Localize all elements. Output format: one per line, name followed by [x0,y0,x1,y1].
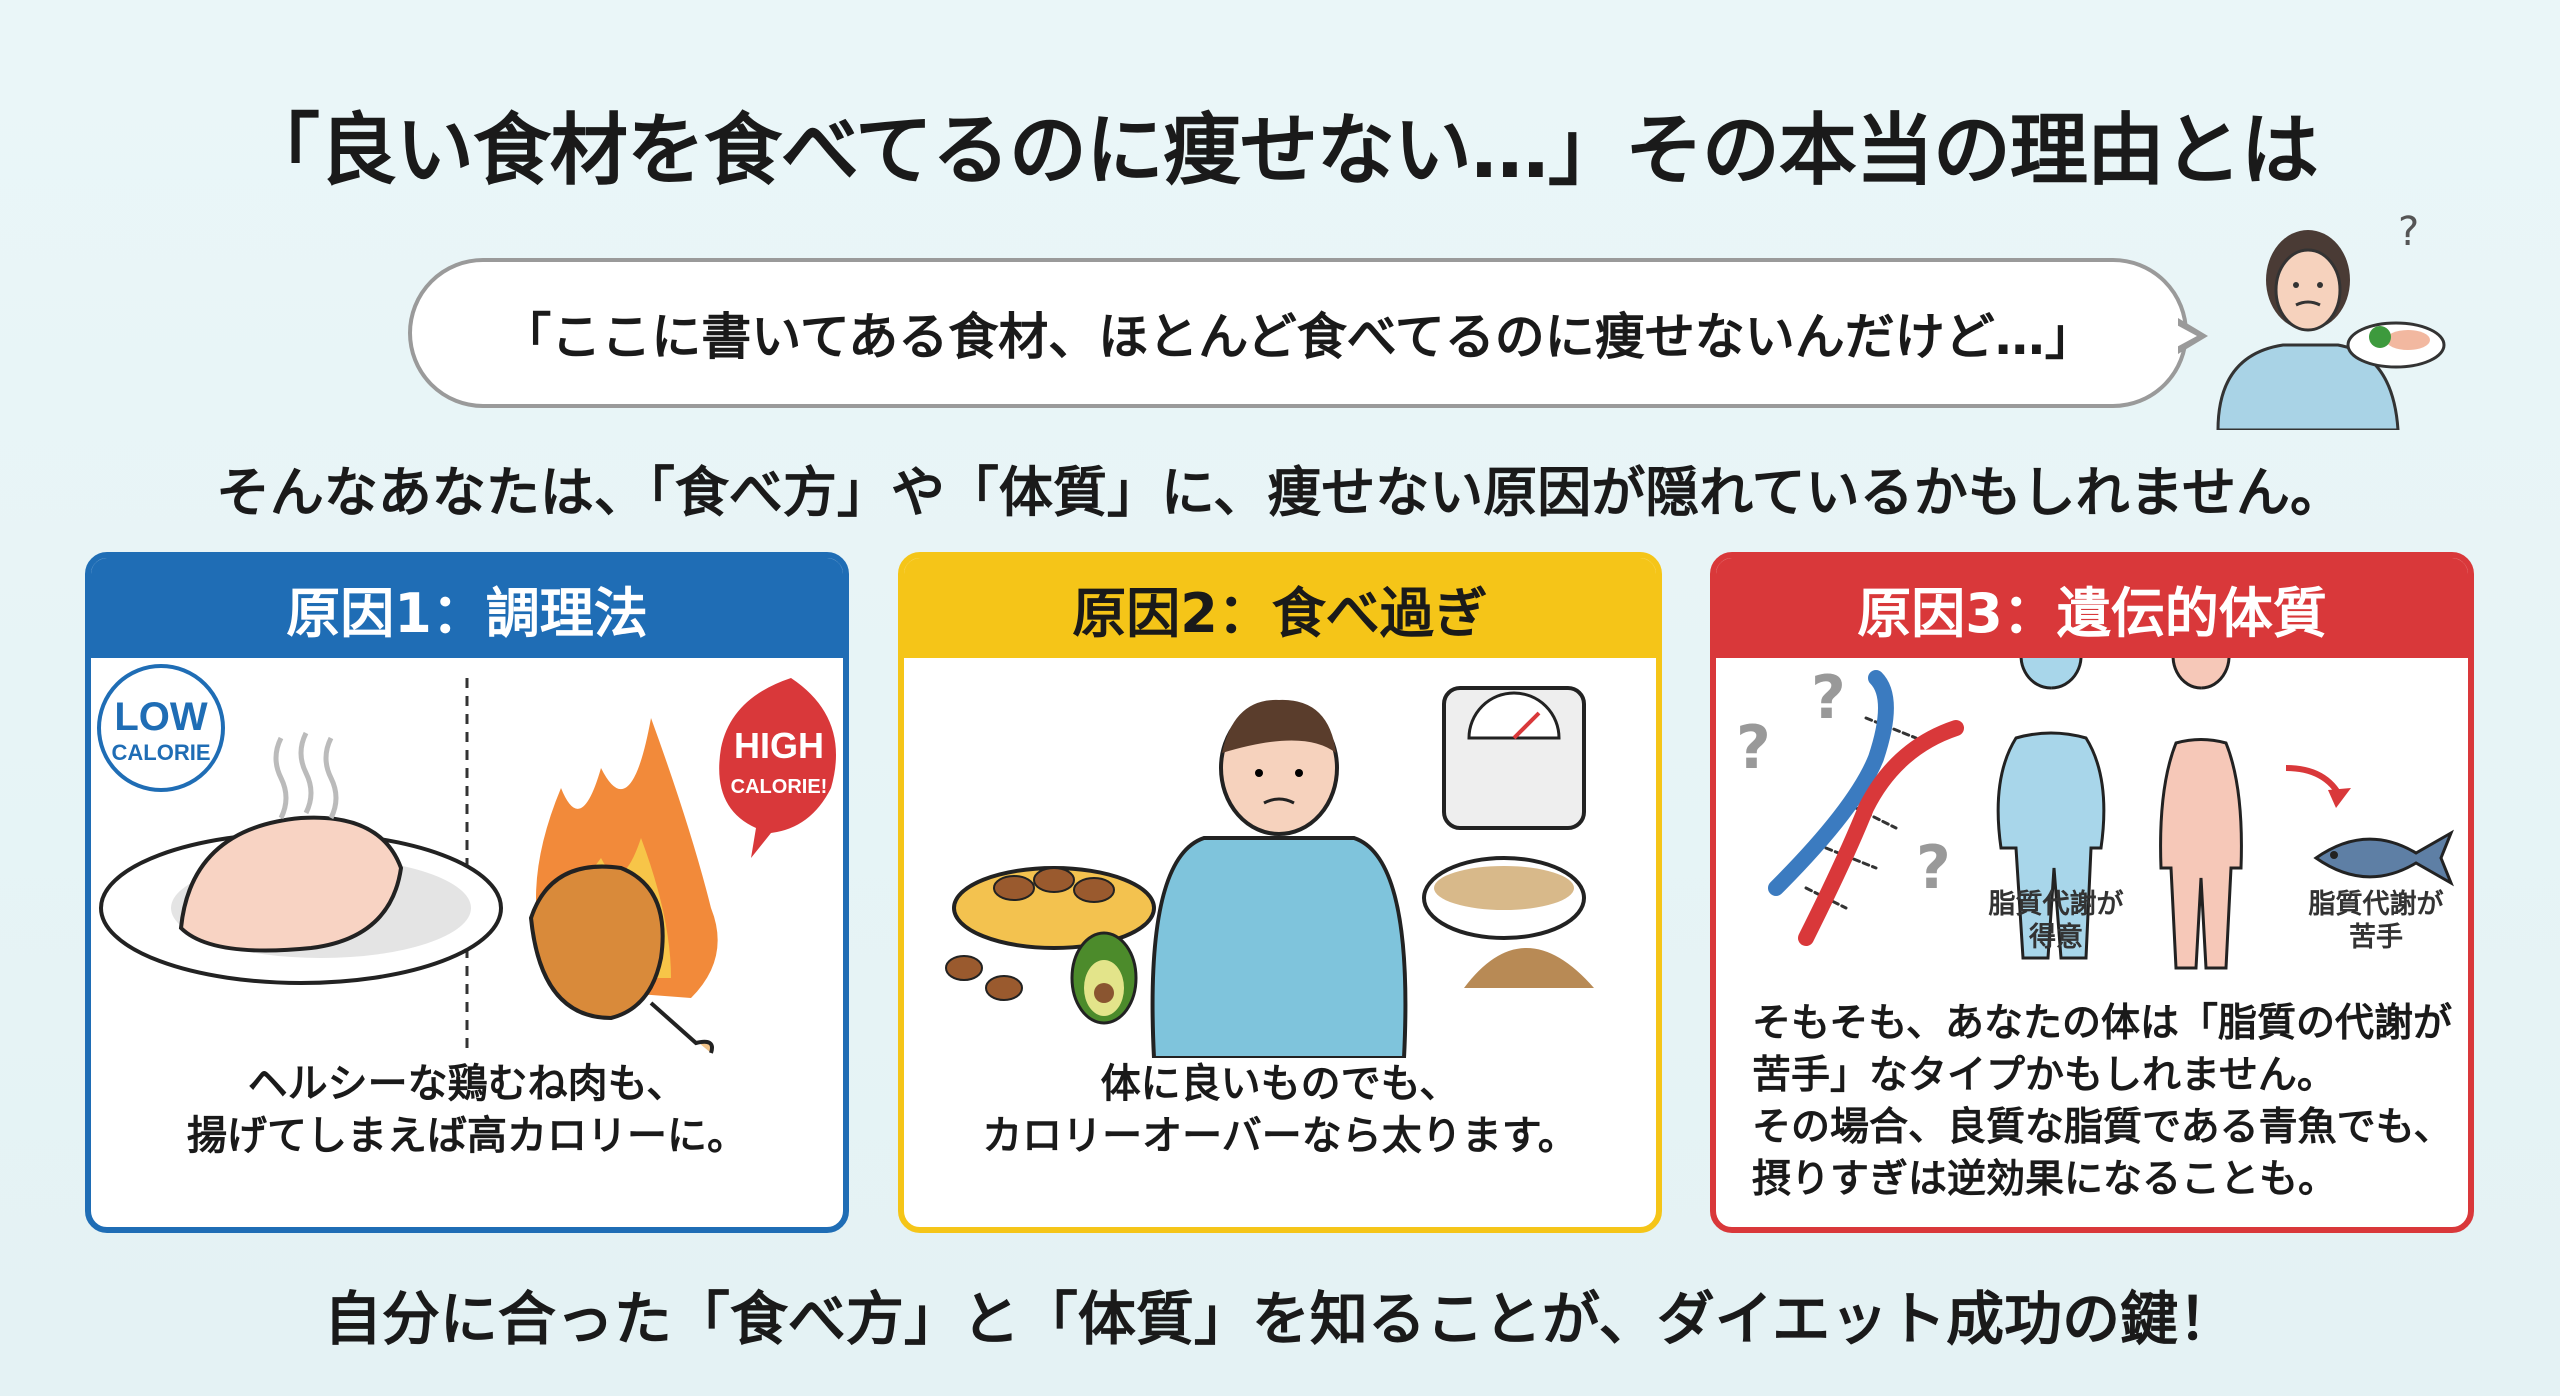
card-title: 原因1：調理法 [91,558,843,658]
steam-icon [273,731,339,820]
svg-text:?: ? [1916,833,1951,903]
svg-text:CALORIE!: CALORIE! [731,776,828,798]
svg-text:?: ? [1736,713,1771,783]
speech-bubble: 「ここに書いてある食材、ほとんど食べてるのに痩せないんだけど…」 [408,258,2188,408]
cause-card-genetics: 原因3：遺伝的体質 ??? 脂質代謝が得意 脂質代謝が苦手 そもそも、あなたの体… [1710,552,2474,1233]
svg-text:CALORIE: CALORIE [112,740,211,765]
card-text-line: ヘルシーな鶏むね肉も、 [247,1061,687,1107]
cause-card-overeating: 原因2：食べ過ぎ 体に良いものでも、 カロリーオーバーなら太ります。 [898,552,1662,1233]
chicken-comparison-illustration: LOW CALORIE HIGH CALORIE! [97,664,836,1054]
label-good-metabolism: 脂質代謝が得意 [1988,889,2124,953]
subtitle: そんなあなたは、「食べ方」や「体質」に、痩せない原因が隠れているかもしれません。 [215,461,2345,524]
svg-text:LOW: LOW [114,695,208,739]
footer-message: 自分に合った「食べ方」と「体質」を知ることが、ダイエット成功の鍵！ [323,1285,2237,1353]
question-mark-icon: ? [2398,209,2419,255]
scale-icon [1442,686,1586,830]
card-text-line: そもそも、あなたの体は「脂質の代謝が [1752,1001,2453,1046]
overeating-illustration [945,686,1594,1058]
card-text-line: カロリーオーバーなら太ります。 [982,1113,1578,1159]
speech-bubble-tail [2173,318,2208,354]
high-calorie-badge [719,678,836,858]
page-title: 「良い食材を食べてるのに痩せない…」その本当の理由とは [242,106,2319,196]
card-title: 原因3：遺伝的体質 [1716,558,2468,658]
card-text-line: 体に良いものでも、 [1100,1061,1460,1107]
card-description: 体に良いものでも、 カロリーオーバーなら太ります。 [904,1058,1656,1162]
card-text-line: その場合、良質な脂質である青魚でも、 [1752,1105,2453,1150]
card-description: ヘルシーな鶏むね肉も、 揚げてしまえば高カロリーに。 [91,1058,843,1162]
low-calorie-badge [97,664,225,792]
genetics-illustration: ??? [1736,658,2454,970]
svg-text:?: ? [1811,663,1846,733]
card-title: 原因2：食べ過ぎ [904,558,1656,658]
dna-icon [1768,670,1964,946]
svg-text:HIGH: HIGH [734,725,824,766]
cause-card-cooking: 原因1：調理法 LOW CALORIE HIGH CALORIE! ヘルシーな鶏… [85,552,849,1233]
label-poor-metabolism: 脂質代謝が苦手 [2308,889,2444,953]
fish-icon [2313,829,2454,887]
card-description: そもそも、あなたの体は「脂質の代謝が 苦手」なタイプかもしれません。 その場合、… [1716,998,2468,1206]
body-poor-metabolism-icon [2159,658,2243,970]
card-text-line: 摂りすぎは逆効果になることも。 [1752,1157,2338,1202]
card-text-line: 揚げてしまえば高カロリーに。 [187,1113,747,1159]
question-mark-icon: ??? [1736,663,1951,903]
confused-woman-illustration: ? [2216,209,2446,430]
body-good-metabolism-icon [1996,658,2106,960]
speech-bubble-quote: 「ここに書いてある食材、ほとんど食べてるのに痩せないんだけど…」 [501,308,2095,366]
card-text-line: 苦手」なタイプかもしれません。 [1752,1053,2336,1098]
